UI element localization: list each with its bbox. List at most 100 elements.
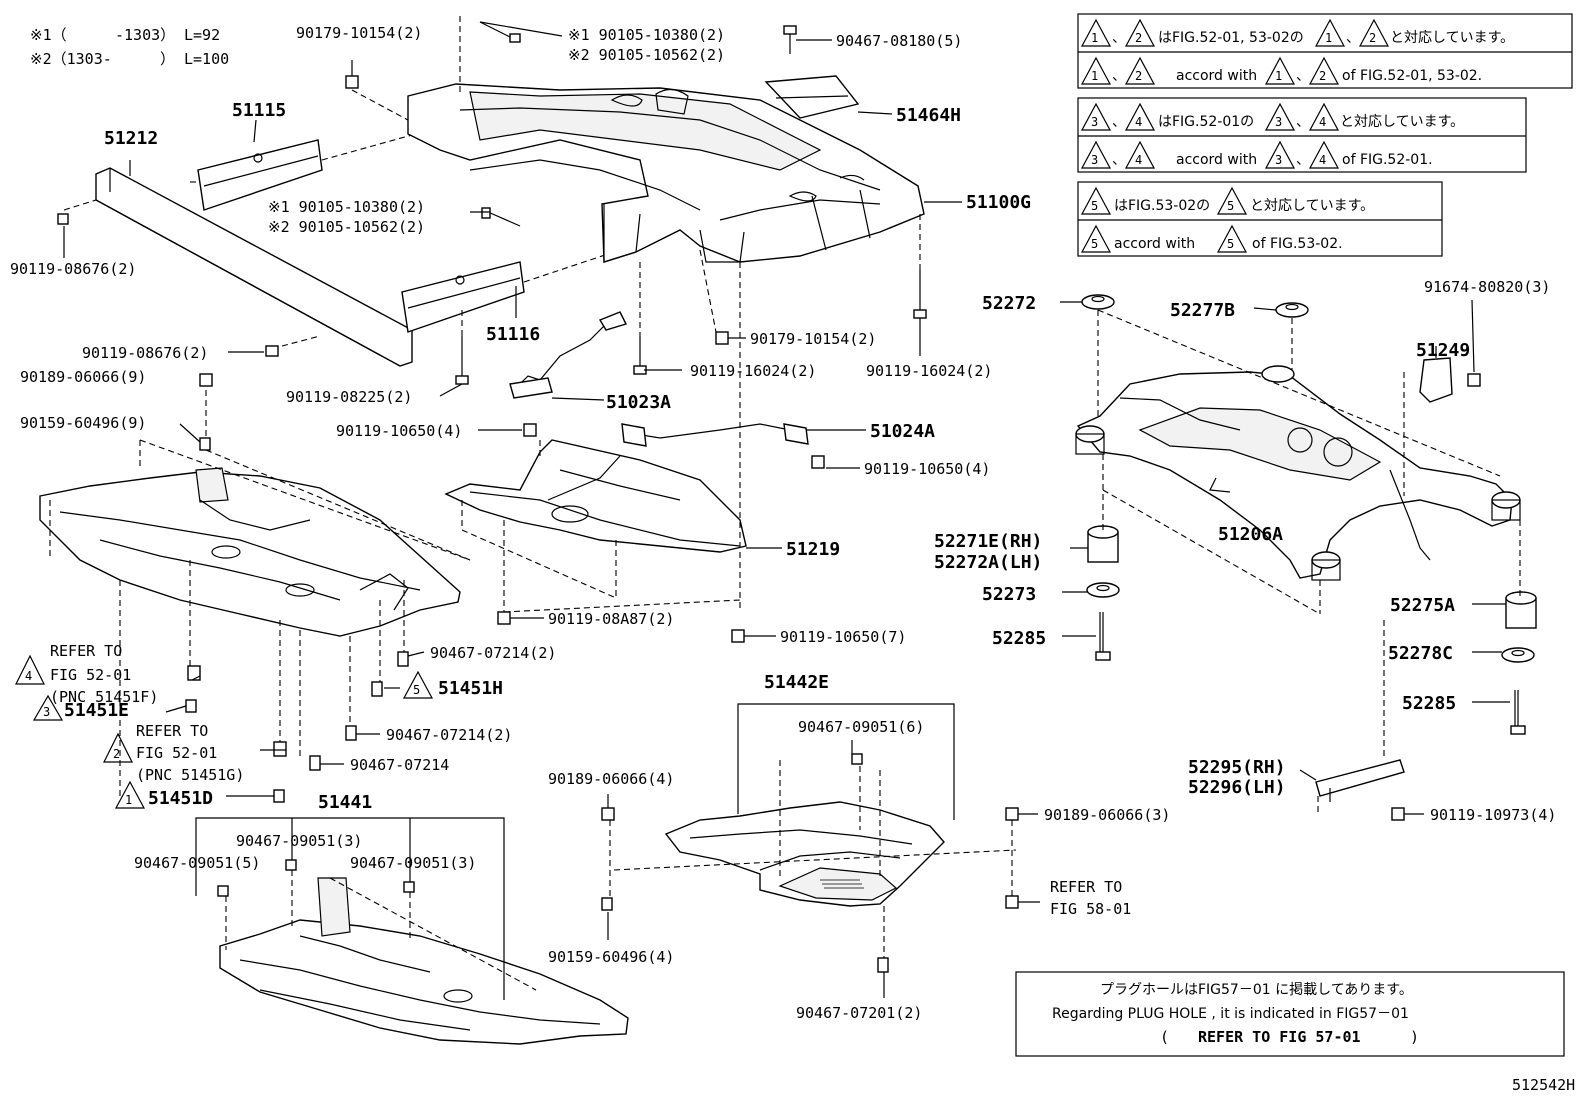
label-51115: 51115 [232, 100, 286, 121]
bolt-icon [1467, 373, 1481, 387]
label-52285-b: 52285 [1402, 693, 1456, 714]
label-90467-07201: 90467-07201(2) [796, 1004, 922, 1022]
svg-text:(: ( [1160, 1028, 1169, 1046]
label-90119-08676-b: 90119-08676(2) [82, 344, 208, 362]
nut-icon [1005, 807, 1019, 821]
legend-box-2: 3 、 4 はFIG.52-01の 3 、 4 と対応しています。 3 、 4 … [1077, 97, 1527, 173]
triangle-1-icon [1314, 18, 1346, 47]
nut-icon [715, 331, 729, 345]
triangle-1-icon [114, 780, 146, 809]
triangle-1-icon [1080, 18, 1112, 47]
label-90119-10650-4b: 90119-10650(4) [864, 460, 990, 478]
bolt-icon [265, 345, 279, 357]
triangle-5-icon [1080, 224, 1112, 253]
note2-range: ） [160, 50, 175, 68]
bolt-icon [913, 270, 927, 319]
label-52295: 52295(RH) [1188, 757, 1286, 778]
label-90467-09051-3b: 90467-09051(3) [350, 854, 476, 872]
svg-text:5: 5 [413, 683, 420, 697]
svg-text:4: 4 [1135, 115, 1142, 129]
triangle-1-icon [1080, 56, 1112, 85]
triangle-2-icon [103, 732, 133, 763]
clip-icon [217, 885, 229, 897]
label-90179-10154-top: 90179-10154(2) [296, 24, 422, 42]
svg-text:4: 4 [1135, 153, 1142, 167]
triangle-2-icon [1358, 18, 1390, 47]
label-52272A: 52272A(LH) [934, 552, 1042, 573]
bolt-icon [811, 455, 825, 469]
bolt-icon [1005, 895, 1019, 909]
label-90119-08225: 90119-08225(2) [286, 388, 412, 406]
bolt-icon [481, 207, 521, 227]
header-notes: ※1（ -1303） L=92 ※2（1303- ） L=100 [30, 26, 229, 68]
label-51249: 51249 [1416, 340, 1470, 361]
svg-text:、: 、 [1296, 114, 1310, 130]
legend-2-jp: はFIG.52-01の [1158, 114, 1254, 130]
clip-icon [601, 897, 613, 911]
bumper-reinforcement-group [63, 129, 621, 367]
under-cover-51442E [664, 801, 945, 907]
svg-text:4: 4 [25, 669, 32, 683]
plug-hole-note-jp: プラグホールはFIG57－01 に掲載してあります。 [1100, 982, 1413, 998]
legend-3-en-tail: of FIG.53-02. [1252, 236, 1343, 252]
triangle-3-icon [1264, 102, 1296, 131]
legend-box-1: 1 、 2 はFIG.52-01, 53-02の 1 、 2 と対応しています。… [1077, 13, 1573, 89]
clip-icon [309, 755, 321, 771]
label-51451H: 51451H [438, 678, 503, 699]
bolt-icon [633, 336, 647, 375]
svg-text:、: 、 [1112, 30, 1126, 46]
front-crossmember-51100G [407, 75, 925, 263]
triangle-5-icon [1216, 186, 1248, 215]
legend-3-jp: はFIG.53-02の [1114, 198, 1210, 214]
svg-text:3: 3 [43, 705, 50, 719]
svg-text:、: 、 [1112, 68, 1126, 84]
triangle-5-icon [1080, 186, 1112, 215]
triangle-3-icon [1264, 140, 1296, 169]
svg-text:3: 3 [1091, 115, 1098, 129]
mount-cup [610, 94, 643, 107]
label-52273: 52273 [982, 584, 1036, 605]
triangle-3-icon [1080, 140, 1112, 169]
svg-text:、: 、 [1346, 30, 1360, 46]
svg-text:5: 5 [1091, 199, 1098, 213]
bolt-icon [479, 21, 521, 43]
svg-text:2: 2 [1369, 31, 1376, 45]
legend-box-3: 5 はFIG.53-02の 5 と対応しています。 5 accord with … [1077, 181, 1443, 257]
label-90159-60496-9: 90159-60496(9) [20, 414, 146, 432]
crash-box-51116 [401, 261, 525, 333]
rear-crossmember-51206A [1075, 357, 1521, 581]
bolt-icon [497, 611, 511, 625]
label-90467-09051-6: 90467-09051(6) [798, 718, 924, 736]
svg-text:5: 5 [1227, 199, 1234, 213]
triangle-2-icon [1308, 56, 1340, 85]
legend-1-jp: はFIG.52-01, 53-02の [1158, 30, 1304, 46]
triangle-4-icon [1308, 140, 1340, 169]
label-refer-to-c: REFER TO [1050, 878, 1122, 896]
label-pnc-51451G: (PNC 51451G) [136, 766, 244, 784]
legend-2-en-tail: of FIG.52-01. [1342, 152, 1433, 168]
rear-bushings [1081, 294, 1537, 802]
label-90119-10973: 90119-10973(4) [1430, 806, 1556, 824]
label-52296: 52296(LH) [1188, 777, 1286, 798]
label-51451E: 51451E [64, 700, 129, 721]
legend-2-tail: と対応しています。 [1340, 114, 1464, 130]
label-90119-16024-a: 90119-16024(2) [690, 362, 816, 380]
label-51116: 51116 [486, 324, 540, 345]
label-52272: 52272 [982, 293, 1036, 314]
label-51451D: 51451D [148, 788, 213, 809]
under-cover-left [39, 467, 461, 637]
triangle-2-icon [1124, 56, 1156, 85]
label-90105-top-2: ※2 90105-10562(2) [568, 46, 725, 64]
label-fig-58-01: FIG 58-01 [1050, 900, 1131, 918]
note1-length: L=92 [184, 26, 220, 44]
clip-icon [273, 741, 287, 757]
clip-icon [285, 859, 297, 871]
label-90159-60496-4: 90159-60496(4) [548, 948, 674, 966]
clip-icon [371, 681, 383, 697]
bolt-icon [731, 629, 745, 643]
note1-range: -1303） [115, 26, 175, 44]
stay-52295 [1315, 759, 1405, 797]
label-fig-52-01-b: FIG 52-01 [136, 744, 217, 762]
label-52277B: 52277B [1170, 300, 1235, 321]
